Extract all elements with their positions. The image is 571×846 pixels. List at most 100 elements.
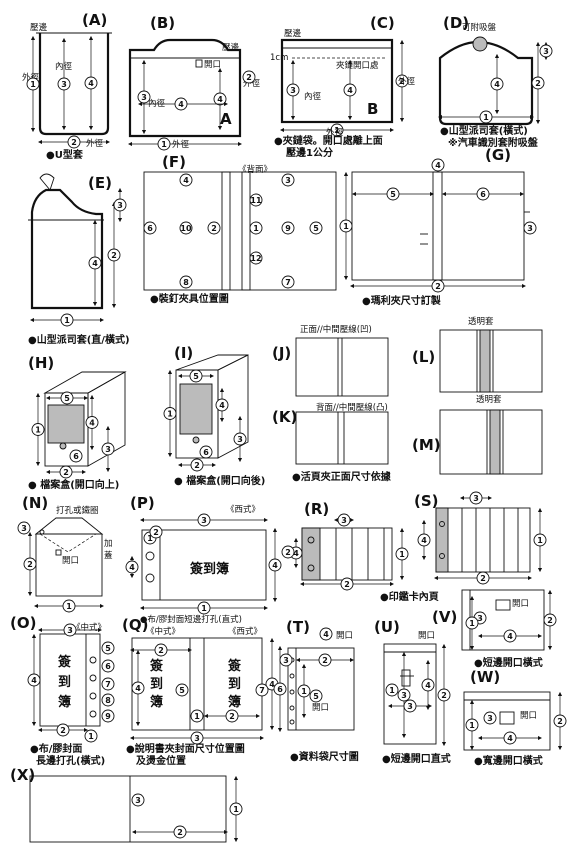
dimension-number: 11: [250, 196, 262, 205]
opening-label: 開口: [204, 60, 221, 70]
dimension-number: 2: [441, 691, 447, 700]
finger-hole: [192, 436, 200, 444]
dimension-number: 5: [313, 692, 319, 701]
dimension-marker: [503, 731, 517, 745]
dimension-number: 1: [64, 316, 70, 325]
opening-label: 開口: [512, 599, 529, 609]
card-s: [435, 507, 531, 573]
dimension-number: 3: [543, 47, 549, 56]
opening-label: 開口: [312, 703, 329, 713]
dimension-number: 2: [211, 224, 217, 233]
suction-cup-icon: [472, 36, 488, 52]
dimension-number: 1: [167, 410, 173, 419]
caption-c: 壓邊1公分: [286, 146, 333, 159]
dimension-number: 4: [88, 79, 94, 88]
dimension-marker: [330, 123, 344, 137]
dimension-marker: [465, 718, 479, 732]
dimension-marker: [431, 279, 445, 293]
dimension-number: 4: [31, 676, 37, 685]
caption-f: ●裝釘夾具位置圖: [150, 292, 229, 305]
envelope-flap: [34, 517, 104, 535]
long-folder: [29, 775, 227, 843]
panel-letter-b: (B): [150, 14, 175, 32]
dimension-number: 3: [105, 445, 111, 454]
style-label: 《西式》: [226, 504, 260, 515]
dimension-number: 4: [425, 681, 431, 690]
dimension-marker: [163, 407, 177, 420]
outer-diameter-label: 外徑: [326, 127, 344, 138]
dimension-marker: [101, 709, 115, 723]
cover-title-char: 簽: [58, 654, 72, 670]
panel-letter-e: (E): [88, 174, 112, 192]
dimension-marker: [268, 558, 282, 572]
dimension-number: 1: [469, 721, 475, 730]
sleeve-l: [439, 329, 543, 393]
dimension-marker: [417, 533, 431, 547]
dimension-number: 9: [105, 712, 111, 721]
dimension-marker: [483, 711, 497, 725]
dimension-marker: [101, 442, 115, 456]
u-sleeve-outline: [38, 33, 110, 136]
dimension-number: 1: [483, 113, 489, 122]
dimension-marker: [56, 723, 70, 737]
dimension-number: 1: [66, 602, 72, 611]
dimension-marker: [131, 681, 145, 695]
landscape-sleeve-w: [463, 691, 551, 751]
dimension-marker: [469, 491, 483, 505]
dimension-number: 3: [194, 734, 200, 743]
dimension-number: 2: [229, 712, 235, 721]
dimension-marker: [318, 653, 332, 667]
cover-title-char-west: 簽: [228, 658, 242, 674]
dimension-marker: [533, 533, 547, 547]
dimension-number: 4: [507, 734, 513, 743]
dimension-number: 4: [435, 161, 441, 170]
dimension-number: 4: [129, 563, 135, 572]
dimension-marker: [286, 83, 300, 97]
dimension-number: 6: [480, 190, 486, 199]
dimension-number: 7: [285, 278, 291, 287]
punch-hole: [89, 674, 97, 682]
spine-right: [241, 171, 251, 291]
panel-letter-x: (X): [10, 766, 35, 784]
punch-hole: [289, 719, 295, 725]
dimension-marker: [67, 135, 81, 149]
fixture-position: [207, 221, 221, 235]
panel-letter-q: (Q): [122, 616, 148, 634]
dimension-marker: [395, 74, 409, 88]
caption-p: ●布/膠封面短邊打孔(直式): [140, 614, 242, 625]
dimension-number: 1: [301, 687, 307, 696]
dimension-number: 3: [473, 494, 479, 503]
dimension-marker: [84, 729, 98, 743]
b-sleeve-outline: [128, 38, 242, 138]
dimension-marker: [27, 673, 41, 687]
card-r-tab: [301, 527, 321, 581]
punch-hole: [89, 692, 97, 700]
sleeve-m-strip: [489, 409, 501, 475]
dimension-number: 1: [389, 686, 395, 695]
dimension-marker: [539, 44, 553, 58]
opening-slot: [495, 599, 511, 611]
caption-o: ●布/膠封面: [30, 742, 82, 755]
dimension-number: 4: [421, 536, 427, 545]
dimension-number: 1: [161, 140, 167, 149]
dimension-marker: [131, 793, 145, 807]
fixture-position: [249, 221, 263, 235]
punch-hole: [145, 551, 155, 561]
caption-k: ●活頁夾正面尺寸依據: [292, 470, 392, 483]
dimension-number: 1: [469, 619, 475, 628]
dimension-number: 4: [219, 401, 225, 410]
dimension-number: 7: [105, 680, 111, 689]
label-window: [47, 404, 85, 444]
opening-label: 開口: [418, 631, 435, 641]
dimension-number: 4: [178, 100, 184, 109]
dimension-number: 1: [194, 712, 200, 721]
dimension-marker: [197, 513, 211, 527]
fixture-position: [309, 221, 323, 235]
cover-west: [141, 529, 267, 601]
style-label: 《中式》: [146, 626, 180, 637]
dimension-number: 3: [237, 435, 243, 444]
dimension-number: 1: [343, 222, 349, 231]
opening-label: 開口: [520, 711, 537, 721]
dimension-number: 4: [347, 86, 353, 95]
